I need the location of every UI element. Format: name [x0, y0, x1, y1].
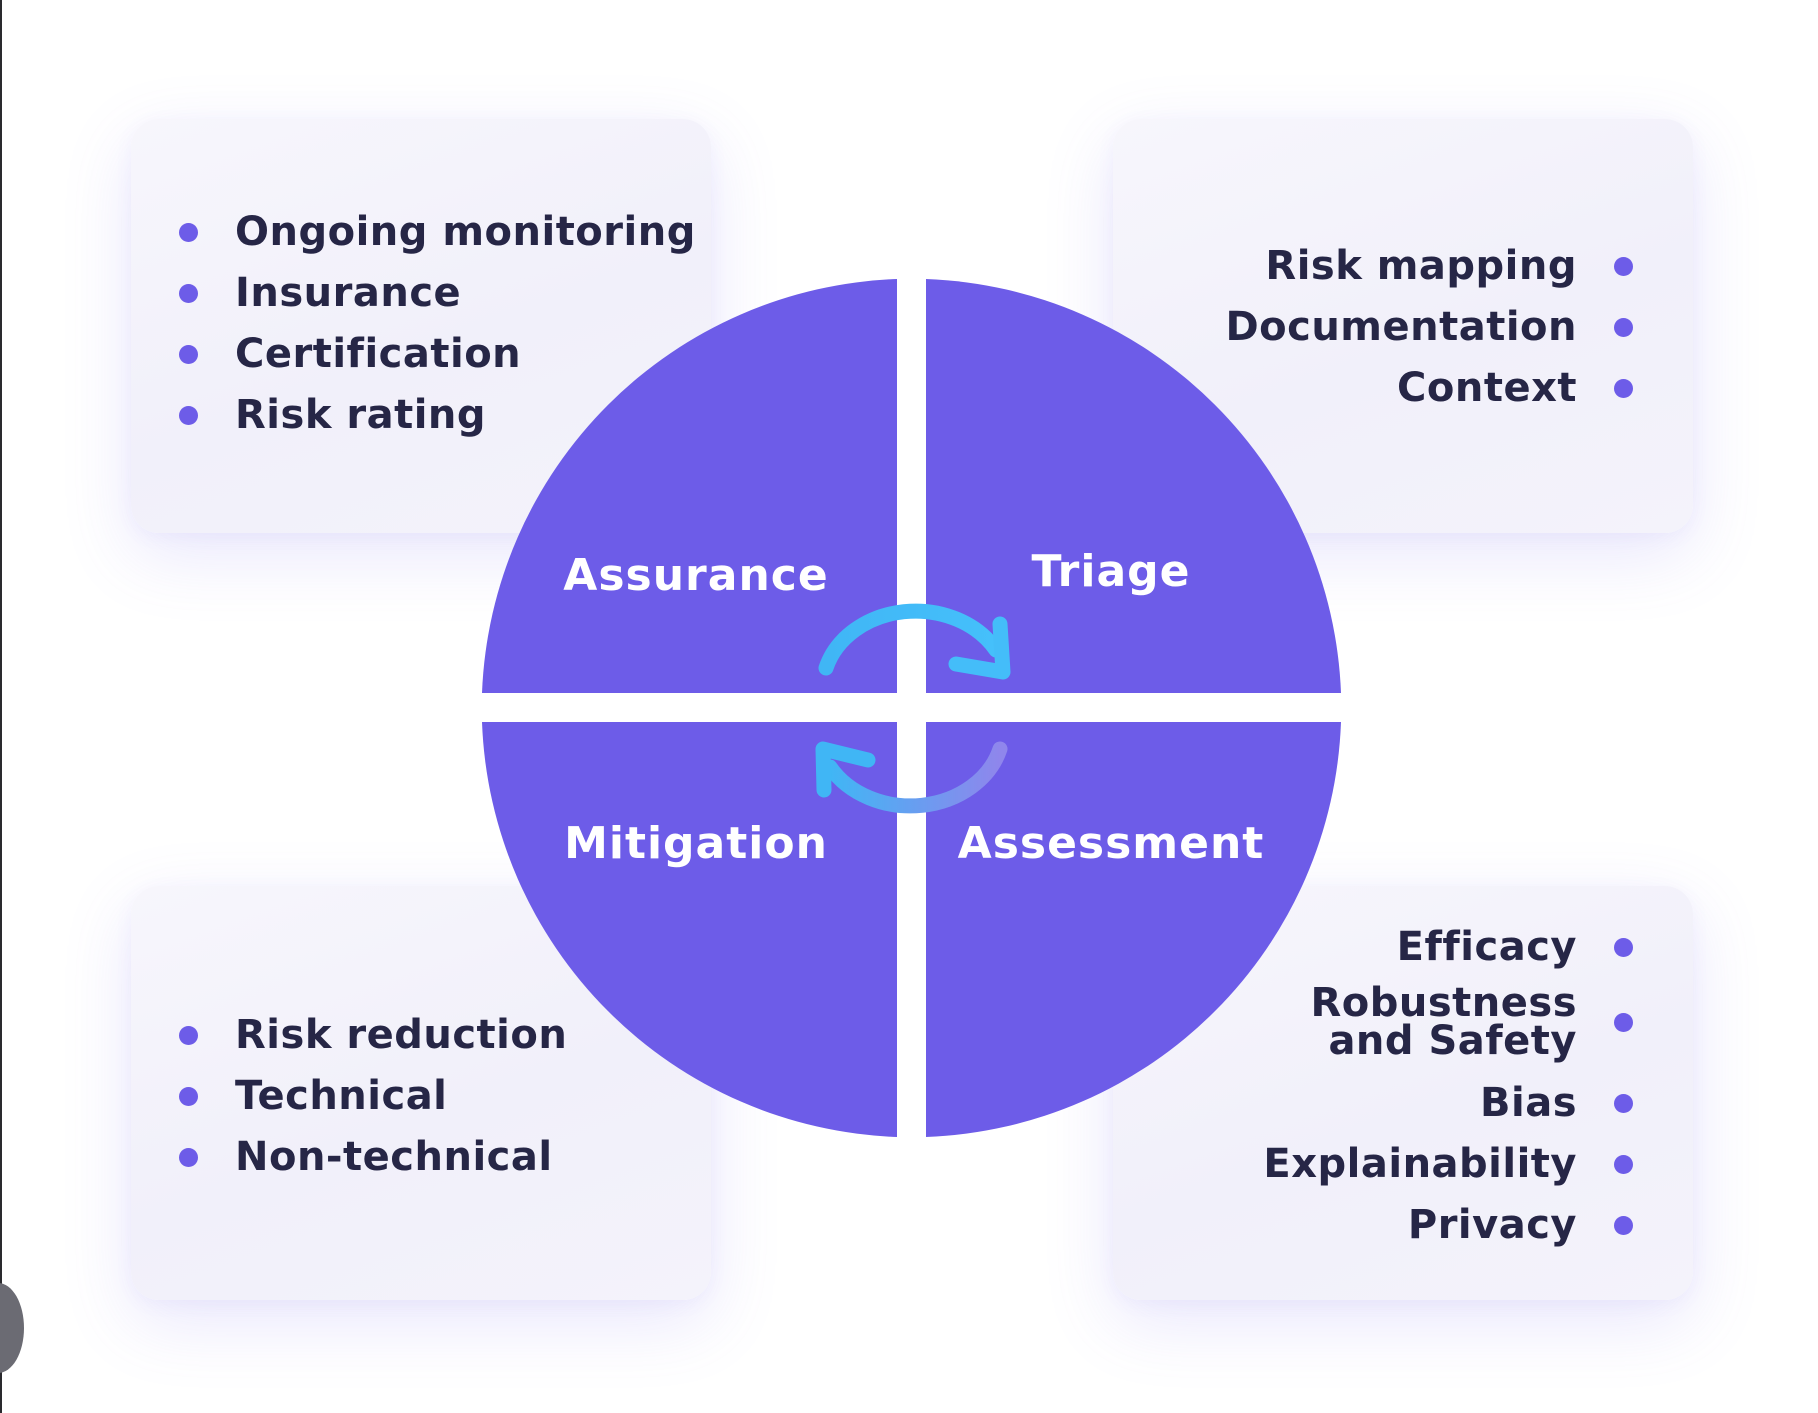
list-item: Non-technical [179, 1134, 553, 1180]
bullet-dot-icon [179, 1025, 198, 1045]
list-item: Explainability [1263, 1141, 1633, 1187]
bullet-dot-icon [179, 344, 198, 364]
item-line-2: and Safety [1328, 1018, 1577, 1064]
quadrant-bottom-right[interactable] [926, 722, 1341, 1137]
card-mitigation: Risk reduction Technical Non-technical [131, 886, 711, 1300]
window-edge [0, 0, 2, 1413]
quadrant-label-mitigation: Mitigation [564, 818, 828, 869]
quadrant-top-left[interactable] [482, 279, 897, 693]
bullet-dot-icon [1614, 317, 1633, 337]
list-item: Ongoing monitoring [179, 209, 696, 255]
list-item: Risk rating [179, 392, 486, 438]
list-item: Context [1397, 365, 1633, 411]
arrow-cycle-clockwise-icon [818, 603, 1011, 680]
quadrant-top-right[interactable] [926, 279, 1341, 693]
quadrant-bottom-left[interactable] [482, 722, 897, 1137]
list-item: Robustness and Safety [1310, 982, 1633, 1062]
card-triage: Risk mapping Documentation Context [1113, 119, 1693, 533]
bullet-dot-icon [179, 1086, 198, 1106]
bullet-dot-icon [1614, 1012, 1633, 1032]
item-line-1: Robustness [1310, 980, 1577, 1026]
bullet-dot-icon [179, 405, 198, 425]
list-item: Risk mapping [1265, 243, 1633, 289]
quadrant-label-triage: Triage [1032, 546, 1191, 597]
list-item: Risk reduction [179, 1012, 567, 1058]
list-item: Privacy [1408, 1202, 1633, 1248]
bullet-dot-icon [1614, 1215, 1633, 1235]
quadrant-label-assurance: Assurance [563, 550, 828, 601]
list-item: Technical [179, 1073, 447, 1119]
bullet-dot-icon [179, 1147, 198, 1167]
bullet-dot-icon [1614, 256, 1633, 276]
list-item: Certification [179, 331, 521, 377]
bullet-dot-icon [1614, 1093, 1633, 1113]
list-item: Documentation [1225, 304, 1633, 350]
arrow-cycle-return-icon [815, 741, 1008, 814]
bullet-dot-icon [179, 283, 198, 303]
bullet-dot-icon [179, 222, 198, 242]
list-item: Insurance [179, 270, 461, 316]
quadrant-label-assessment: Assessment [958, 818, 1265, 869]
bullet-dot-icon [1614, 378, 1633, 398]
list-item: Efficacy [1397, 924, 1633, 970]
list-item: Bias [1480, 1080, 1633, 1126]
bullet-dot-icon [1614, 937, 1633, 957]
bullet-dot-icon [1614, 1154, 1633, 1174]
